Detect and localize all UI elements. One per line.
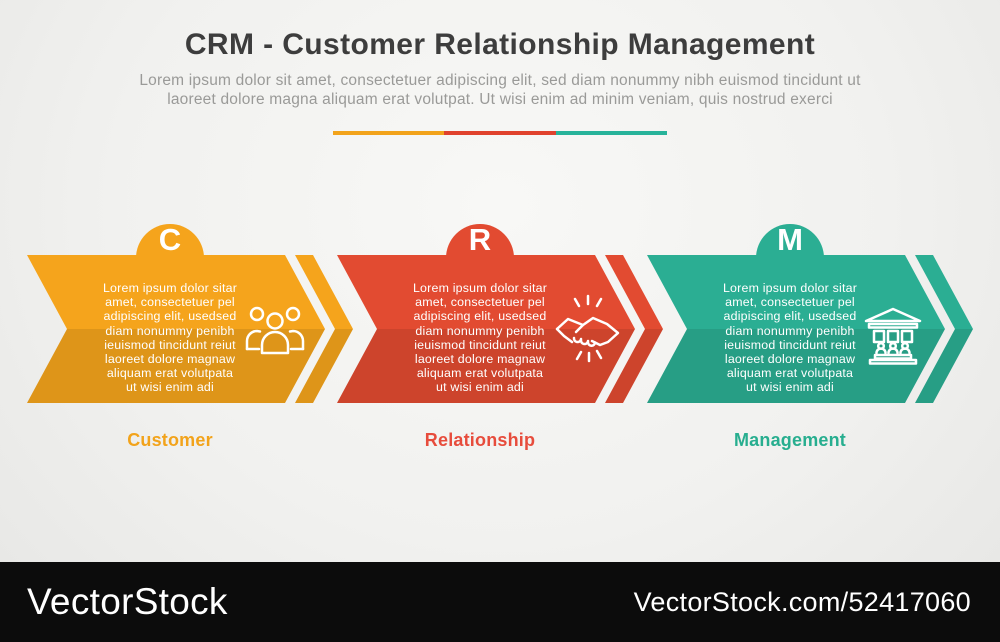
lower-half-shade (27, 329, 973, 403)
stage-body-management: Lorem ipsum dolor sitar amet, consectetu… (722, 281, 858, 395)
stage-letter-c: C (158, 222, 182, 257)
arrow-body-customer (27, 255, 325, 403)
divider-segment-orange (333, 131, 445, 135)
page-title: CRM - Customer Relationship Management (184, 28, 816, 61)
arrow-chevron-management (915, 255, 973, 403)
vectorstock-logo: VectorStock (27, 581, 228, 622)
vectorstock-url: VectorStock.com/52417060 (633, 586, 971, 617)
footer-bar: VectorStock VectorStock.com/52417060 (0, 562, 1000, 642)
tricolor-divider (333, 131, 667, 135)
stage-letter-r: R (468, 222, 492, 257)
divider-segment-teal (555, 131, 667, 135)
stage-body-customer: Lorem ipsum dolor sitar amet, consectetu… (102, 281, 238, 395)
arrow-chevron-relationship (605, 255, 663, 403)
group-icon (245, 306, 305, 355)
stage-label-relationship: Relationship (424, 430, 536, 450)
divider-segment-red (444, 131, 556, 135)
stage-body-relationship: Lorem ipsum dolor sitar amet, consectetu… (412, 281, 548, 395)
stage-letter-m: M (777, 222, 803, 257)
stage-label-customer: Customer (127, 430, 213, 450)
handshake-icon (555, 294, 620, 363)
stage-label-management: Management (733, 430, 847, 450)
arrow-body-management (647, 255, 945, 403)
page-subtitle: Lorem ipsum dolor sit amet, consectetuer… (139, 72, 861, 108)
arrow-chevron-customer (295, 255, 353, 403)
arrow-body-relationship (337, 255, 635, 403)
bank-icon (864, 307, 922, 365)
